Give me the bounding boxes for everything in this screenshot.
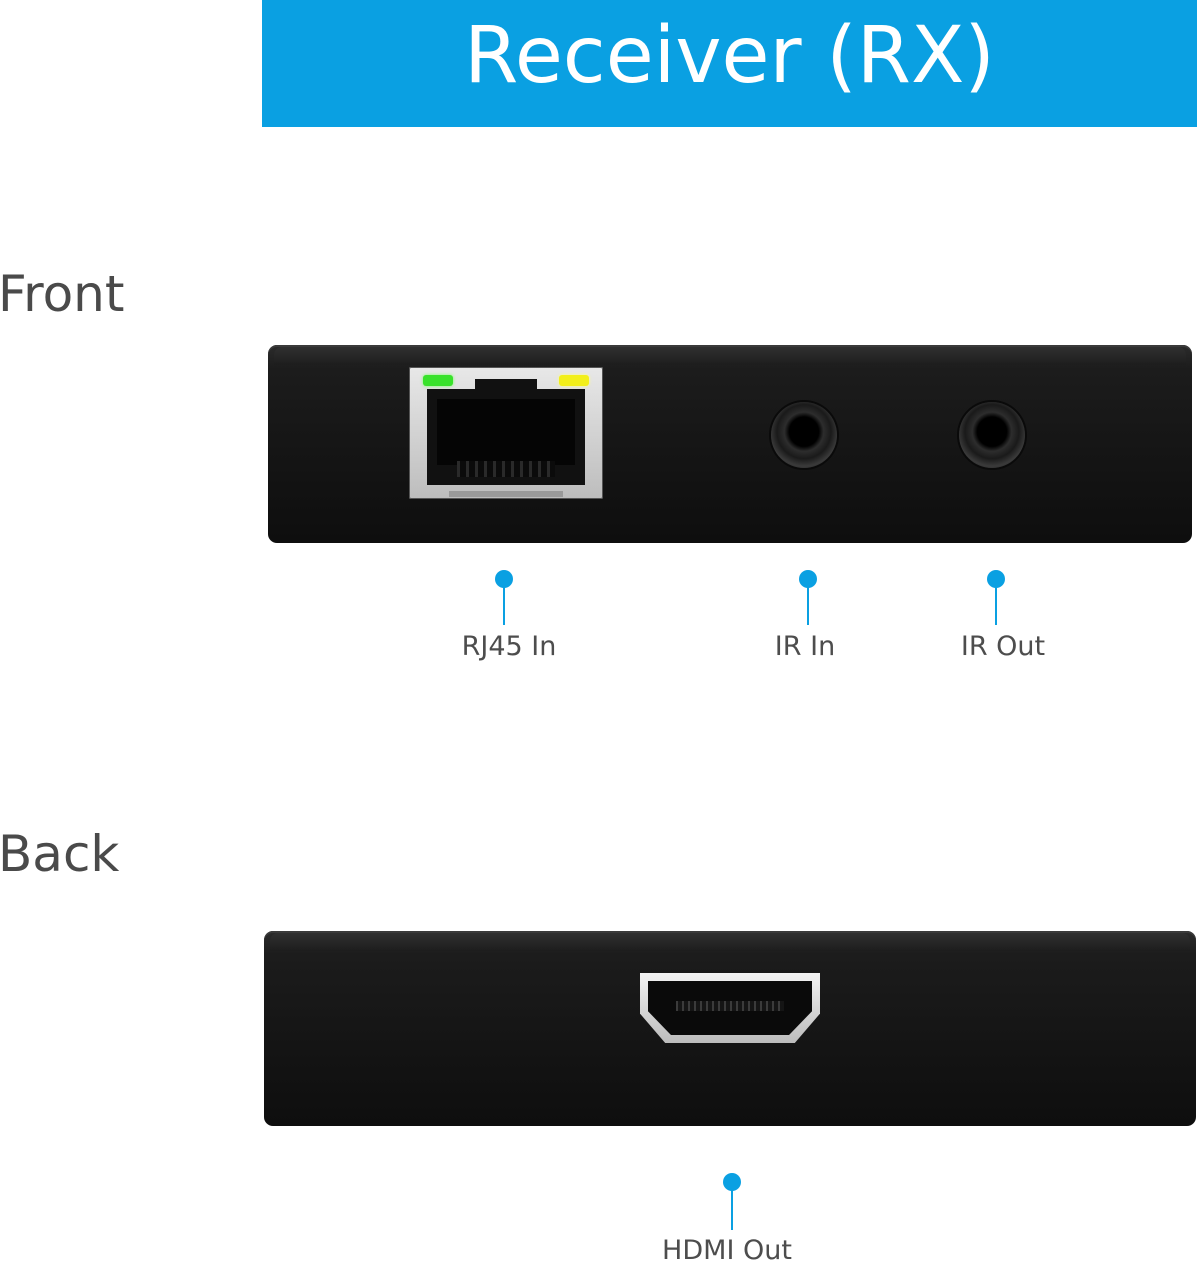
rj45-in-label: RJ45 In: [461, 631, 557, 662]
title-banner: Receiver (RX): [262, 0, 1197, 127]
rj45-pins: [457, 461, 555, 477]
ir-out-callout-dot: [987, 570, 1005, 588]
hdmi-pins: [676, 1001, 784, 1011]
rj45-port-icon: [409, 367, 603, 499]
back-section-label: Back: [0, 825, 120, 883]
ir-out-callout-line: [995, 585, 997, 625]
ir-in-label: IR In: [774, 631, 836, 662]
hdmi-callout-line: [731, 1188, 733, 1230]
ir-in-jack-icon: [771, 402, 837, 468]
activity-led-icon: [559, 375, 589, 386]
ir-out-jack-icon: [959, 402, 1025, 468]
receiver-front-view: [268, 345, 1192, 543]
link-led-icon: [423, 375, 453, 386]
hdmi-out-label: HDMI Out: [662, 1235, 792, 1266]
rj45-cavity: [437, 399, 575, 465]
device-top-edge: [270, 933, 1190, 951]
front-section-label: Front: [0, 265, 125, 323]
device-top-edge: [274, 347, 1186, 365]
rj45-socket: [427, 379, 585, 485]
rj45-callout-dot: [495, 570, 513, 588]
banner-title: Receiver (RX): [464, 11, 995, 101]
ir-out-label: IR Out: [960, 631, 1046, 662]
ir-in-callout-dot: [799, 570, 817, 588]
rj45-base-plate: [449, 491, 563, 497]
hdmi-callout-dot: [723, 1173, 741, 1191]
ir-in-callout-line: [807, 585, 809, 625]
rj45-latch-slot: [475, 379, 537, 393]
rj45-callout-line: [503, 585, 505, 625]
receiver-back-view: [264, 931, 1196, 1126]
